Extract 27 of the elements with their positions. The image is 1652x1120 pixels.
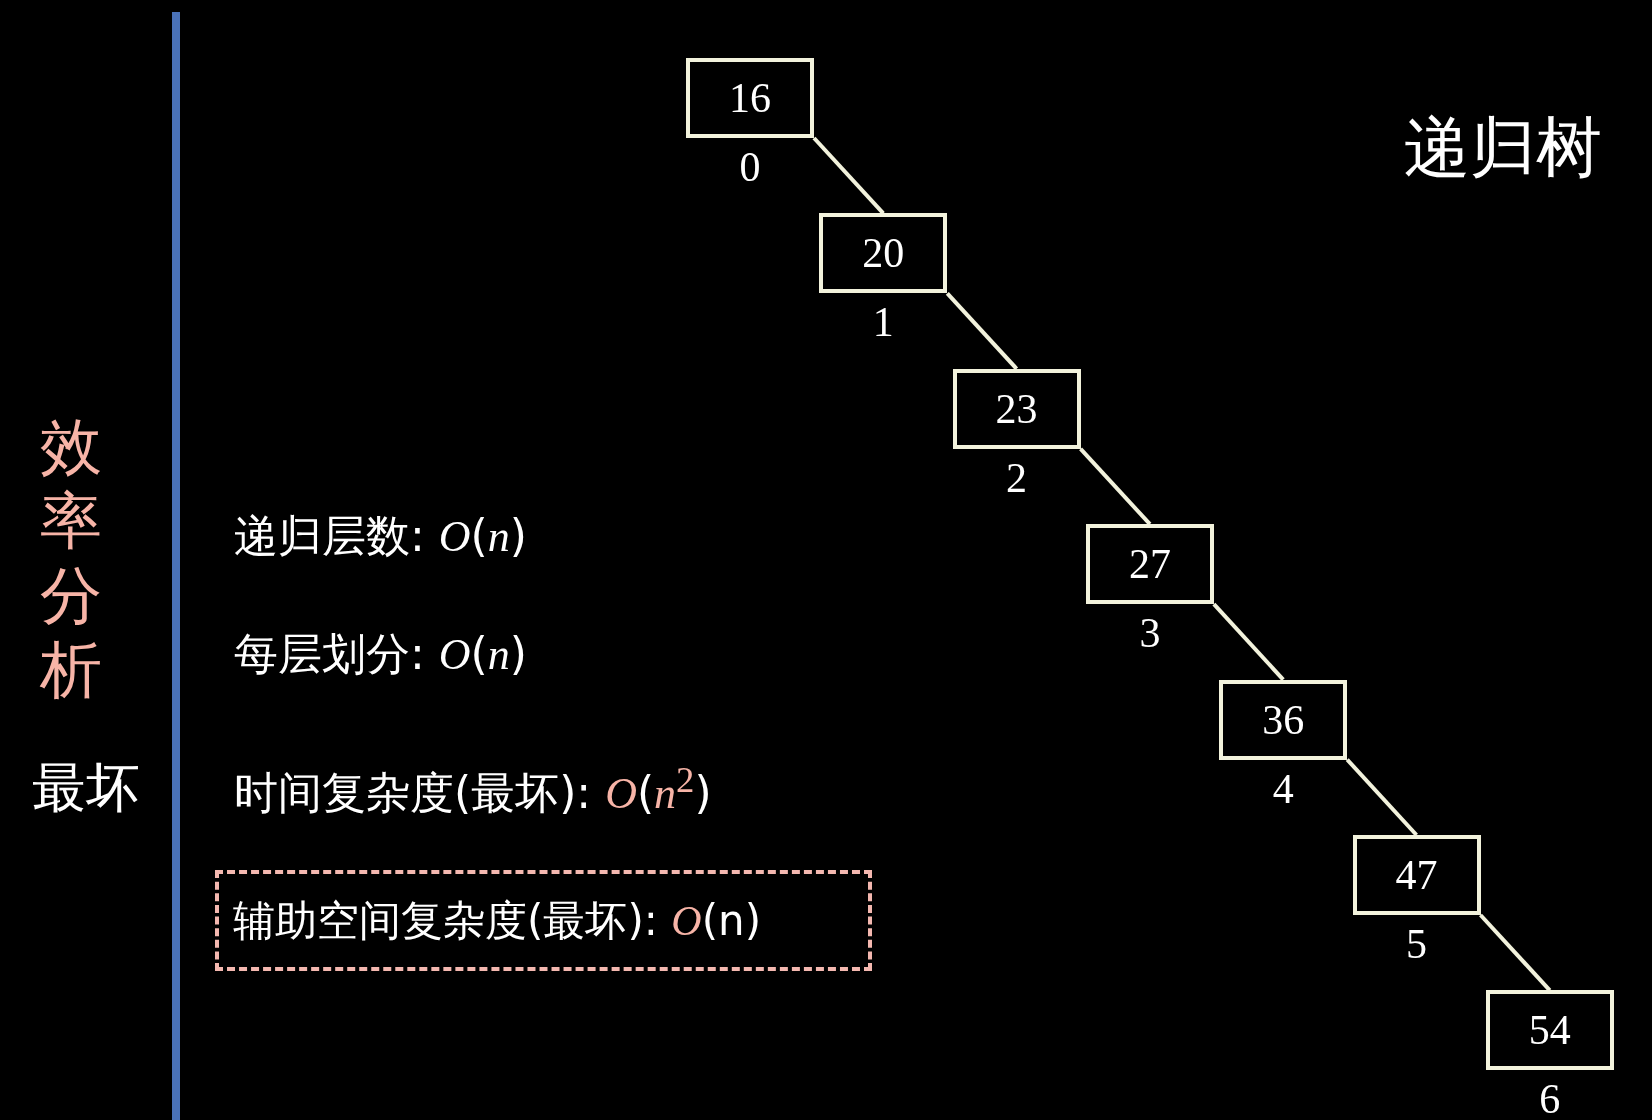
tree-title: 递归树 (1404, 112, 1602, 185)
vertical-heading: 效率分析 (40, 410, 103, 708)
number-box: 16 (686, 58, 814, 138)
index-label: 3 (1138, 612, 1162, 655)
case-label: 最坏 (32, 758, 140, 818)
number-box: 47 (1352, 835, 1481, 915)
number-box: 23 (952, 368, 1081, 449)
index-label: 5 (1405, 923, 1428, 965)
connector-line (945, 292, 1019, 371)
number-box: 20 (819, 213, 948, 294)
complexity-text: 时间复杂度(最坏): O(n$^{2}$) (234, 760, 712, 819)
index-label: 6 (1538, 1078, 1562, 1120)
number-box: 27 (1085, 524, 1214, 605)
connector-line (1479, 913, 1552, 992)
complexity-text: 递归层数: O(n) (234, 512, 527, 562)
number-box: 36 (1219, 679, 1348, 760)
index-label: 0 (738, 146, 762, 188)
connector-line (1079, 447, 1152, 526)
dashed-box: 辅助空间复杂度(最坏): O(n) (215, 870, 872, 971)
index-label: 4 (1271, 767, 1295, 810)
index-label: 1 (871, 301, 895, 344)
connector-line (812, 136, 885, 215)
connector-line (1345, 758, 1418, 837)
index-label: 2 (1005, 456, 1029, 499)
number-box: 54 (1485, 990, 1614, 1071)
complexity-text: 每层划分: O(n) (234, 630, 527, 680)
connector-line (1212, 602, 1285, 681)
